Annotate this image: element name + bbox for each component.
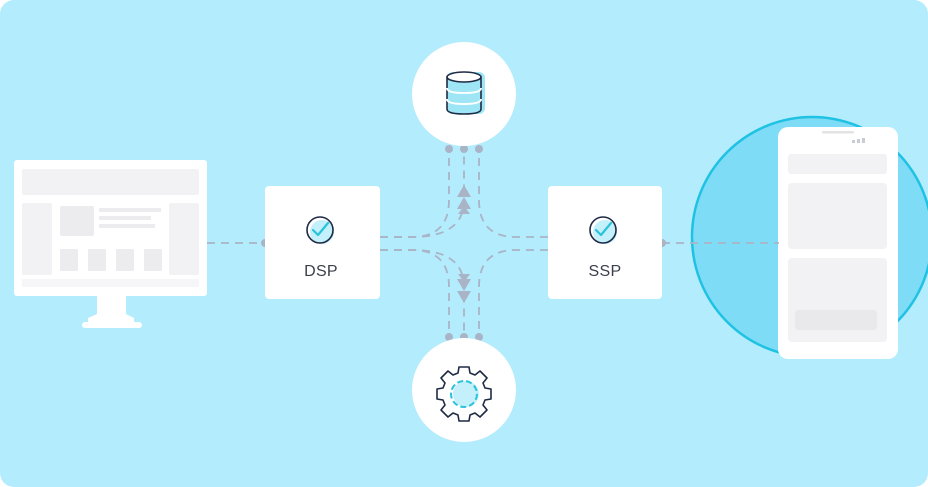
check-circle-icon: [306, 216, 334, 244]
check-circle-icon: [589, 216, 617, 244]
dsp-card: [265, 186, 380, 299]
gear-icon: [436, 366, 492, 422]
database-node: [412, 42, 516, 146]
ssp-card: [548, 186, 662, 299]
dsp-label: DSP: [304, 263, 338, 280]
desktop-monitor-icon: [14, 160, 207, 328]
database-icon: [446, 71, 485, 115]
ssp-label: SSP: [588, 263, 622, 280]
mobile-phone-icon: [778, 127, 898, 359]
arrow-down-icon: [457, 274, 471, 303]
settings-node: [412, 338, 516, 442]
arrow-up-icon: [457, 185, 471, 214]
